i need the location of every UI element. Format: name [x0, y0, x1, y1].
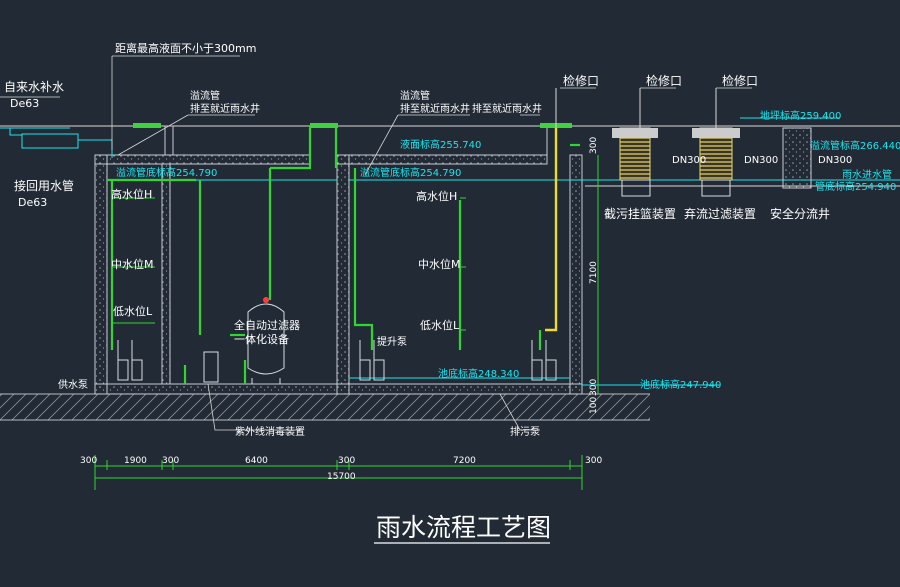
dn-label-1: DN300 [672, 155, 706, 166]
clearance-note: 距离最高液面不小于300mm [115, 41, 256, 55]
dim-total: 15700 [327, 472, 356, 482]
dim-vert-100: 100 [589, 397, 599, 414]
pool-bottom-1: 池底标高248.340 [438, 367, 519, 380]
reuse-pipe-size: De63 [18, 196, 47, 209]
high-level-1: 高水位H [111, 187, 152, 201]
pool-bottom-2: 池底标高247.940 [640, 378, 721, 391]
filter-vessel [247, 297, 285, 384]
overflow-label-1: 溢流管 [190, 89, 220, 102]
dn-label-3: DN300 [818, 155, 852, 166]
yellow-pipe [545, 128, 558, 332]
pumps [117, 340, 557, 383]
overflow-label-2: 溢流管 [400, 89, 430, 102]
overflow-bottom-1: 溢流管底标高254.790 [116, 166, 217, 179]
mid-level-1: 中水位M [111, 257, 154, 271]
dim-vert-7100: 7100 [589, 261, 599, 284]
dim-1900: 1900 [124, 456, 147, 466]
safety-well: 安全分流井 [770, 206, 830, 221]
dim-300c: 300 [338, 456, 355, 466]
reuse-pipe-label: 接回用水管 [14, 178, 74, 193]
drawing-title: 雨水流程工艺图 [376, 513, 551, 542]
low-level-2: 低水位L [420, 318, 460, 332]
green-pipes [107, 128, 580, 384]
dim-300b: 300 [162, 456, 179, 466]
mid-level-2: 中水位M [418, 257, 461, 271]
ground-elevation: 地坪标高259.400 [760, 109, 841, 122]
inspection-port-3: 检修口 [722, 73, 758, 88]
overflow-right: 溢流管标高266.440 [810, 139, 900, 152]
pipe-bottom: 管底标高254.940 [815, 180, 896, 193]
inspection-port-1: 检修口 [563, 73, 599, 88]
filter-device-line1: 全自动过滤器 [234, 318, 300, 332]
dn-label-2: DN300 [744, 155, 778, 166]
interception-device: 截污挂篮装置 [604, 206, 676, 221]
water-surface-elevation: 液面标高255.740 [400, 138, 481, 151]
dimension-lines [94, 155, 599, 490]
drain-pump: 排污泵 [510, 425, 540, 438]
inspection-port-2: 检修口 [646, 73, 682, 88]
tap-water-size: De63 [10, 97, 39, 110]
dim-7200: 7200 [453, 456, 476, 466]
dim-300a: 300 [80, 456, 97, 466]
filter-device-line2: 一体化设备 [234, 332, 289, 346]
tank-walls [94, 125, 583, 395]
tap-water-label: 自来水补水 [4, 80, 64, 94]
dim-vert-300: 300 [589, 137, 599, 154]
right-devices [555, 88, 900, 197]
uv-device: 紫外线消毒装置 [235, 425, 305, 438]
level-markers [112, 197, 466, 331]
overflow-note-2: 排至就近雨水井 [400, 102, 470, 115]
dim-300d: 300 [585, 456, 602, 466]
dim-vert-300b: 300 [589, 379, 599, 396]
leader-lines [0, 55, 752, 431]
diversion-filter: 弃流过滤装置 [684, 206, 756, 221]
ground-foundation [0, 393, 650, 421]
dim-6400: 6400 [245, 456, 268, 466]
supply-pump: 供水泵 [58, 378, 88, 391]
high-level-2: 高水位H [416, 189, 457, 203]
low-level-1: 低水位L [113, 304, 153, 318]
rain-inlet: 雨水进水管 [842, 168, 892, 181]
lift-pump: 提升泵 [377, 336, 407, 348]
tap-water-pipe [0, 127, 113, 158]
overflow-bottom-2: 溢流管底标高254.790 [360, 166, 461, 179]
discharge-note: 排至就近雨水井 [472, 102, 542, 115]
overflow-note-1: 排至就近雨水井 [190, 102, 260, 115]
